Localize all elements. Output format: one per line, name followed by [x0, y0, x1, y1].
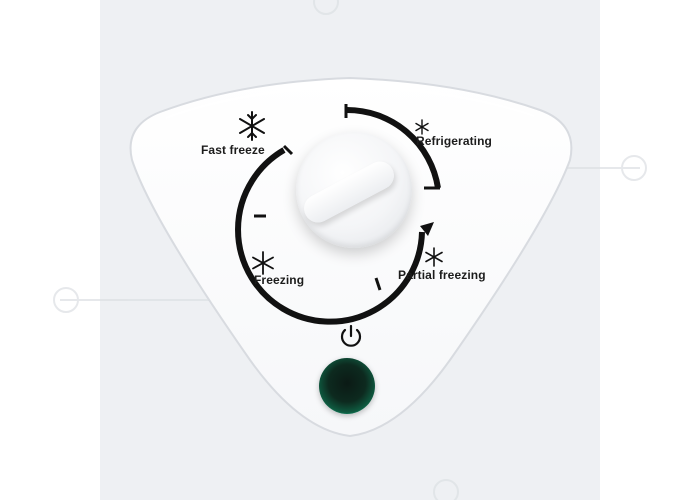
fast-freeze-label: Fast freeze: [201, 143, 265, 157]
snowflake-icon: [425, 247, 443, 267]
power-icon: [340, 324, 362, 347]
freezing-label: Freezing: [254, 273, 305, 287]
snowflake-icon: [252, 251, 274, 275]
dial-scale: [235, 104, 441, 325]
knob-grip[interactable]: [299, 156, 399, 228]
temperature-knob[interactable]: [296, 132, 412, 248]
snowflake-icon: [415, 119, 429, 135]
snowflake-icon: [239, 111, 265, 141]
partial-freezing-label: Partial freezing: [398, 268, 486, 282]
refrigerating-label: Refrigerating: [416, 134, 492, 148]
power-indicator-button[interactable]: [319, 358, 375, 414]
